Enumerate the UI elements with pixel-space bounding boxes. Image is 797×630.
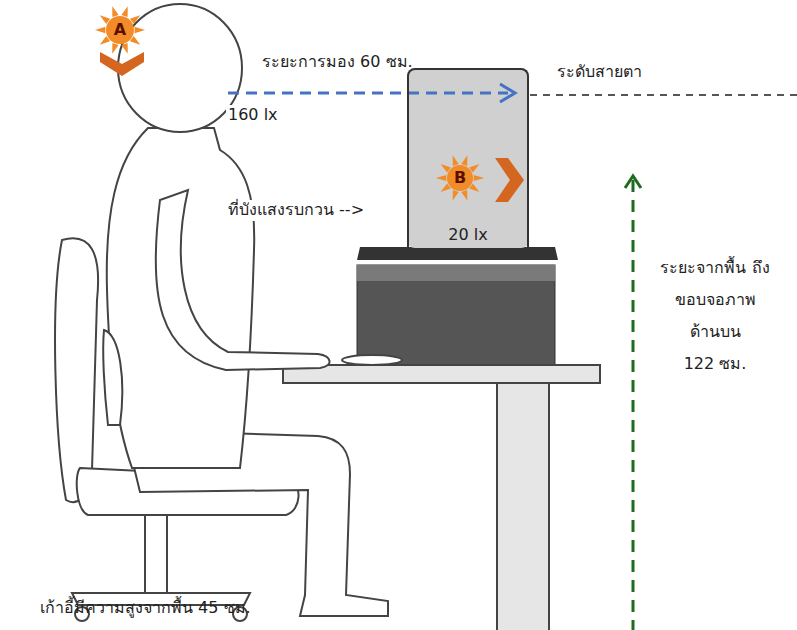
glare-shield [100,52,144,76]
eye-level-line [530,94,797,96]
sight-line [228,92,508,95]
height-description: ระยะจากพื้น ถึงขอบจอภาพ ด้านบน [660,252,770,348]
eye-level-label: ระดับสายตา [557,62,642,83]
chair-pedestal [145,515,167,593]
monitor-stand [357,265,555,365]
height-arrowhead [625,176,641,188]
sun-rays [95,6,484,201]
screen-fill [407,68,529,248]
sun-ray [112,43,118,54]
viewing-distance: ระยะการมอง 60 ซม. [262,52,413,73]
chair-backrest [55,238,98,502]
glare-shield-note: ที่บังแสงรบกวน --> [226,200,366,221]
mouse [342,355,402,365]
person-head [118,4,242,132]
screen-panel: 20 lx B [407,68,529,248]
sun-ray [436,175,446,181]
laptop-base [357,247,558,260]
sun-ray [453,190,459,201]
glare-shield [495,158,524,202]
sun-ray [461,190,467,201]
sun-letter: A [114,22,126,38]
height-dimension: 122 ซม. [660,348,770,380]
illuminance-value: 160 lx [226,105,280,126]
sun-ray [121,43,127,54]
sun-ray [474,175,484,181]
sight-arrowhead [500,84,515,102]
lumbar-support [103,330,122,425]
height-dimension-line [632,180,635,630]
sun-ray [135,27,145,34]
desk-top [283,365,600,383]
sun-circle: A [106,16,134,44]
sun-ray [95,27,105,34]
sun-circle: B [447,165,473,191]
chair-height-note: เก้าอี้มีความสูงจากพื้น 45 ซม. [40,598,251,619]
illuminance-value: 20 lx [409,225,527,244]
desk-leg [497,383,549,630]
sun-letter: B [454,170,466,186]
monitor-stand-top [357,265,555,281]
